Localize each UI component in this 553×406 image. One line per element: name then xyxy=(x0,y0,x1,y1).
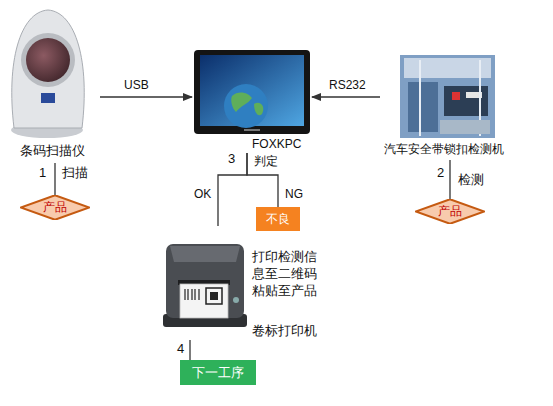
device-caption: 条码扫描仪 xyxy=(20,143,85,159)
scanner-picture xyxy=(11,10,84,138)
box-text: 下一工序 xyxy=(192,365,244,381)
callout-label: 3 xyxy=(227,151,236,167)
diamond-shape xyxy=(416,199,485,224)
monitor-logo xyxy=(244,129,260,131)
panel-pc-node: FOXKPC xyxy=(192,46,312,153)
device-caption: 打印检测信 息至二维码 粘贴至产品 xyxy=(252,248,322,299)
panel-pc-picture xyxy=(194,50,310,134)
diamond-text: 产品 xyxy=(438,204,462,218)
globe-land xyxy=(254,103,263,116)
machine-photo xyxy=(400,55,495,138)
tester-node: 汽车安全带锁扣检测机 xyxy=(380,52,508,160)
qr-code xyxy=(210,292,218,300)
flow-line xyxy=(54,163,55,195)
flow-arrow xyxy=(312,96,380,97)
machine-top xyxy=(404,58,491,78)
reject-box: 不良 xyxy=(256,207,300,231)
flow-line xyxy=(189,340,190,360)
callout-label: 1 xyxy=(38,165,47,181)
box-text: 不良 xyxy=(266,212,290,226)
flow-line xyxy=(247,153,278,207)
printer-picture xyxy=(163,244,247,327)
machine-part xyxy=(408,82,438,132)
edge-label: 扫描 xyxy=(61,165,89,181)
printer-node: 打印检测信 息至二维码 粘贴至产品卷标打印机 xyxy=(158,226,335,340)
device-caption: 汽车安全带锁扣检测机 xyxy=(384,142,504,156)
globe xyxy=(224,84,268,128)
product-diamond: 产品 xyxy=(415,199,485,224)
flow-line xyxy=(449,160,450,199)
callout-label: 4 xyxy=(176,341,185,357)
machine-frame xyxy=(419,60,421,136)
scanner-window xyxy=(26,38,70,82)
diamond-shape xyxy=(21,195,90,220)
qr-code xyxy=(206,288,222,304)
scanner-rim xyxy=(21,33,75,87)
globe-land xyxy=(231,92,252,112)
device-caption: FOXKPC xyxy=(252,137,301,151)
edge-label: RS232 xyxy=(328,78,367,92)
diamond-text: 产品 xyxy=(43,200,67,214)
edge-label: USB xyxy=(123,78,150,92)
monitor-frame xyxy=(194,50,310,134)
product-diamond: 产品 xyxy=(20,195,90,220)
tester-picture xyxy=(400,55,495,138)
scanner-body xyxy=(12,10,84,128)
printed-label xyxy=(180,284,228,318)
scanner-node: 条码扫描仪 xyxy=(5,5,100,163)
printer-body xyxy=(166,244,244,318)
callout-label: 判定 xyxy=(253,154,279,168)
edge-label: NG xyxy=(284,187,304,201)
machine-part xyxy=(440,120,490,134)
printer-button xyxy=(233,297,239,303)
scanner-badge xyxy=(41,93,55,103)
next-step-box: 下一工序 xyxy=(180,360,256,385)
machine-part xyxy=(444,86,488,116)
edge-label: OK xyxy=(193,187,212,201)
device-caption: 卷标打印机 xyxy=(252,323,317,339)
flow-arrow xyxy=(100,96,192,97)
edge-label: 检测 xyxy=(457,172,485,188)
barcode xyxy=(185,289,199,300)
callout-label: 2 xyxy=(436,165,445,181)
printer-lid xyxy=(170,246,240,262)
machine-light xyxy=(452,92,460,100)
